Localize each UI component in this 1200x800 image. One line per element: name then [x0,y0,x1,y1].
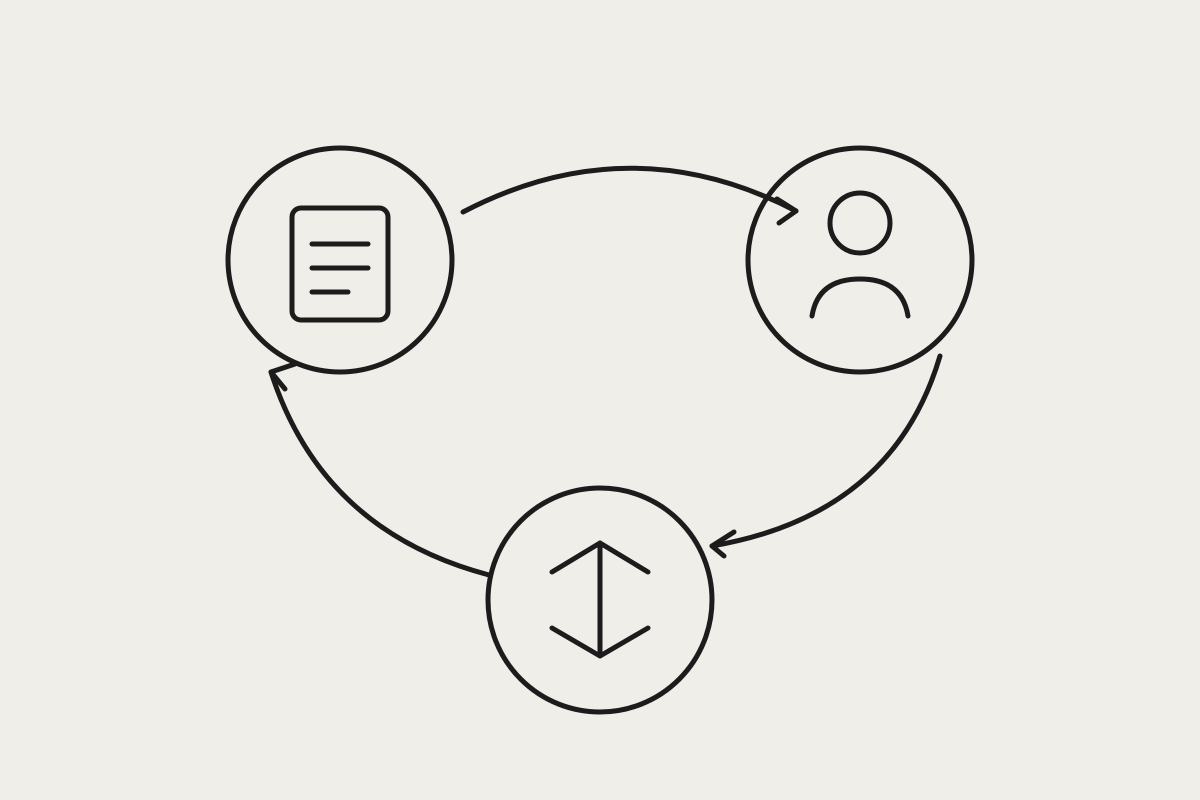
edge-user-to-transfer [709,353,943,559]
user-icon [809,190,911,319]
edge-arc [460,165,799,215]
node-document[interactable] [225,145,455,375]
node-circle [485,485,715,715]
arrowhead [268,361,298,392]
double-arrow-icon [549,540,651,659]
edge-arc [709,353,943,549]
arrowhead [709,529,737,559]
node-transfer[interactable] [485,485,715,715]
document-icon [289,205,391,323]
edge-transfer-to-document [268,361,492,578]
edge-document-to-user [460,165,799,226]
edge-arc [268,369,492,578]
node-circle [745,145,975,375]
arrowhead [774,196,799,226]
node-circle [225,145,455,375]
node-user[interactable] [745,145,975,375]
